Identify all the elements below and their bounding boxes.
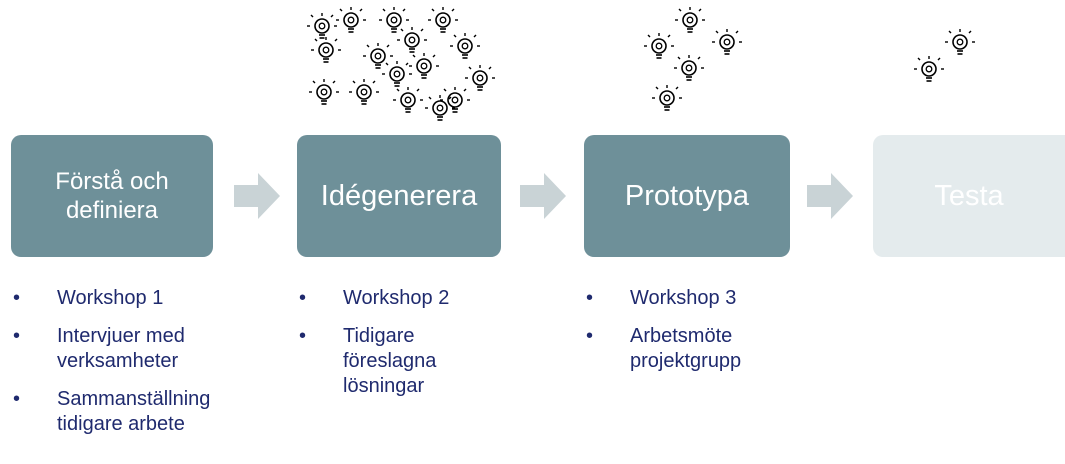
stage-understand-define: Förstå och definiera <box>11 135 213 257</box>
list-item: • Workshop 1 <box>11 286 271 311</box>
arrow-right-icon <box>520 173 566 219</box>
bullet-marker: • <box>586 287 594 309</box>
list-item-text: Tidigare föreslagna lösningar <box>343 325 437 397</box>
stage-test: Testa <box>873 135 1065 257</box>
stage-label: Idégenerera <box>320 179 478 212</box>
lightbulb-icon <box>643 32 675 59</box>
lightbulb-icon <box>424 94 456 121</box>
lightbulb-icon <box>449 32 481 59</box>
lightbulb-icon <box>308 78 340 105</box>
stage-prototype: Prototypa <box>584 135 790 257</box>
lightbulb-icon <box>306 12 338 39</box>
arrow-right-icon <box>234 173 280 219</box>
list-item: • Workshop 2 <box>297 286 537 311</box>
stage-label-line1: Förstå och <box>55 168 169 195</box>
bullet-marker: • <box>586 325 594 347</box>
bullet-marker: • <box>13 287 21 309</box>
list-item-text: Workshop 3 <box>630 287 737 309</box>
list-item: • Sammanställning tidigare arbete <box>11 387 271 437</box>
lightbulb-icon <box>378 6 410 33</box>
list-item: • Arbetsmöte projektgrupp <box>584 324 824 374</box>
lightbulb-icon <box>396 26 428 53</box>
list-item-text: Arbetsmöte projektgrupp <box>630 325 742 372</box>
lightbulb-icon <box>392 86 424 113</box>
bullet-marker: • <box>299 287 307 309</box>
stage-label: Prototypa <box>624 179 750 212</box>
list-item-text: Intervjuer med verksamheter <box>57 325 185 372</box>
list-item: • Workshop 3 <box>584 286 824 311</box>
lightbulb-icon <box>439 86 471 113</box>
lightbulb-cluster <box>306 6 976 121</box>
lightbulb-icon <box>673 54 705 81</box>
stage-label-line2: definiera <box>65 197 159 224</box>
stage-label: Testa <box>934 179 1004 212</box>
lightbulb-icon <box>674 6 706 33</box>
activity-list-prototype: • Workshop 3 • Arbetsmöte projektgrupp <box>584 286 824 387</box>
lightbulb-icon <box>464 64 496 91</box>
bullet-marker: • <box>299 325 307 347</box>
lightbulb-icon <box>335 6 367 33</box>
lightbulb-icon <box>408 52 440 79</box>
list-item-text: Workshop 1 <box>57 287 164 309</box>
lightbulb-icon <box>381 60 413 87</box>
activity-list-understand: • Workshop 1 • Intervjuer med verksamhet… <box>11 286 271 450</box>
lightbulb-icon <box>310 36 342 63</box>
lightbulb-icon <box>427 6 459 33</box>
lightbulb-icon <box>711 28 743 55</box>
lightbulb-icon <box>362 42 394 69</box>
bullet-marker: • <box>13 325 21 347</box>
bullet-marker: • <box>13 388 21 410</box>
list-item-text: Workshop 2 <box>343 287 450 309</box>
arrow-right-icon <box>807 173 853 219</box>
lightbulb-icon <box>348 78 380 105</box>
lightbulb-icon <box>651 84 683 111</box>
list-item: • Tidigare föreslagna lösningar <box>297 324 537 399</box>
lightbulb-icon <box>913 55 945 82</box>
activity-list-ideate: • Workshop 2 • Tidigare föreslagna lösni… <box>297 286 537 412</box>
list-item: • Intervjuer med verksamheter <box>11 324 271 374</box>
lightbulb-icon <box>944 28 976 55</box>
stage-ideate: Idégenerera <box>297 135 501 257</box>
list-item-text: Sammanställning tidigare arbete <box>57 388 211 435</box>
